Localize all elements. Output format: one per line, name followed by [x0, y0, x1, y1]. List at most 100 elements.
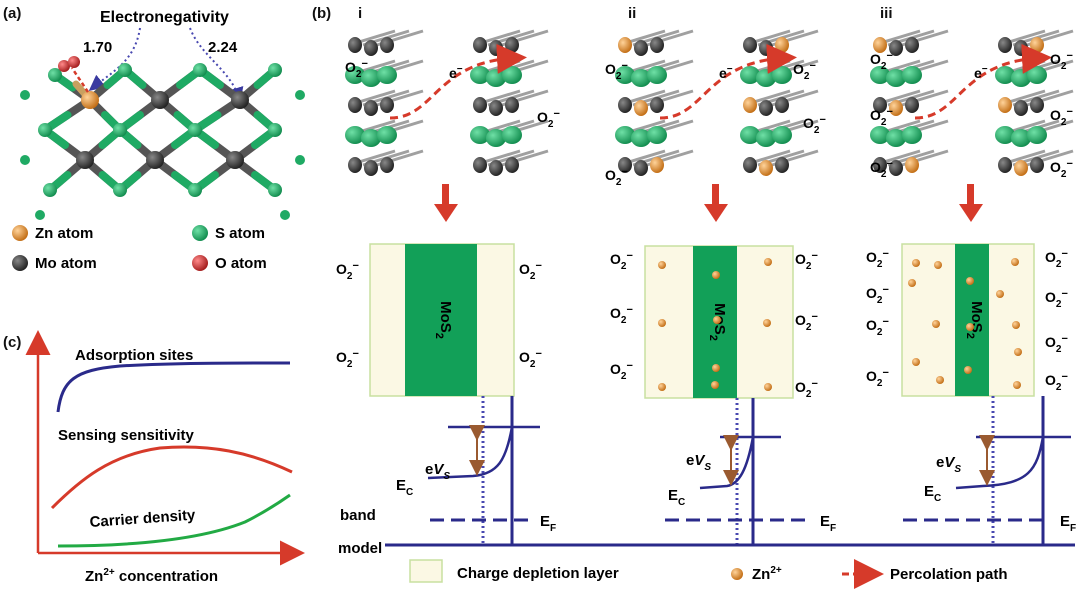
structure-mo-atom [759, 40, 773, 56]
down-arrow-head [959, 204, 983, 222]
barrier-height-label: eVS [425, 461, 450, 482]
oxygen-ion-label: O2− [795, 378, 818, 400]
fermi-level-label: EF [1060, 513, 1076, 534]
structure-mo-atom [1030, 97, 1044, 113]
sulfur-atom [118, 63, 132, 77]
structure-s-atom [995, 126, 1015, 144]
sulfur-atom [113, 183, 127, 197]
zn-ion [711, 381, 719, 389]
mos2-core [405, 244, 477, 396]
electronegativity-arrow-mo [189, 27, 244, 104]
column-iii: e−O2−O2−O2−O2−O2−O2−MoS2O2−O2−O2−O2−O2−O… [866, 29, 1076, 545]
structure-s-atom [502, 66, 522, 84]
structure-mo-atom [348, 97, 362, 113]
structure-s-atom [647, 126, 667, 144]
zn-ion [964, 366, 972, 374]
column-label-ii: ii [628, 5, 636, 22]
structure-mo-atom [873, 37, 887, 53]
electronegativity-zn-value: 1.70 [83, 39, 112, 56]
oxygen-legend-icon [192, 255, 208, 271]
lattice-edge-sulfur [295, 90, 305, 100]
lattice-edge-sulfur [35, 210, 45, 220]
structure-mo-atom [505, 157, 519, 173]
sulfur-legend-icon [192, 225, 208, 241]
mos2-label: MoS2 [433, 301, 454, 339]
structure-s-atom [345, 66, 365, 84]
structure-mo-atom [348, 157, 362, 173]
oxygen-ion-label: O2− [870, 50, 893, 72]
zn-ion [966, 277, 974, 285]
structure-mo-atom [1014, 40, 1028, 56]
structure-mo-atom [889, 100, 903, 116]
structure-s-atom [470, 126, 490, 144]
oxygen-ion-label: O2− [610, 304, 633, 326]
molybdenum-legend-label: Mo atom [35, 255, 97, 272]
zinc-legend-icon [12, 225, 28, 241]
structure-s-atom [1011, 129, 1031, 147]
percolation-path [389, 43, 527, 120]
structure-mo-atom [634, 160, 648, 176]
structure-mo-atom [364, 100, 378, 116]
structure-mo-atom [873, 97, 887, 113]
curve-adsorption-sites [56, 361, 291, 413]
electron-label: e− [719, 64, 733, 81]
structure-mo-atom [905, 97, 919, 113]
zinc-atom [81, 91, 99, 109]
oxygen-ion-label: O2− [795, 250, 818, 272]
oxygen-ion-label: O2− [336, 260, 359, 282]
structure-s-atom [647, 66, 667, 84]
zn-ion [763, 319, 771, 327]
panel-b: (b) i ii iii e−O2−O2−MoS2O2−O2−O2−O2−eVS… [312, 5, 1076, 589]
molybdenum-legend-icon [12, 255, 28, 271]
molybdenum-atom [226, 151, 244, 169]
zn-ion [712, 364, 720, 372]
depletion-legend-label: Charge depletion layer [457, 565, 619, 582]
structure-mo-atom [1014, 160, 1028, 176]
structure-mo-atom [998, 37, 1012, 53]
oxygen-ion-label: O2− [866, 248, 889, 270]
structure-mo-atom [650, 37, 664, 53]
barrier-height-label: eVS [936, 454, 961, 475]
zn-ion-legend-dot [731, 568, 743, 580]
curve-sensing-sensitivity [50, 445, 293, 510]
oxygen-ion-label: O2− [1045, 371, 1068, 393]
oxygen-ion-label: O2− [336, 348, 359, 370]
structure-mo-atom [618, 97, 632, 113]
structure-mo-atom [364, 160, 378, 176]
zn-ion [764, 383, 772, 391]
zn-ion [996, 290, 1004, 298]
oxygen-ion-label: O2− [866, 284, 889, 306]
structure-mo-atom [473, 37, 487, 53]
structure-s-atom [631, 129, 651, 147]
structure-s-atom [615, 66, 635, 84]
zn-ion [934, 261, 942, 269]
zn-ion [908, 279, 916, 287]
down-arrow-shaft [442, 184, 449, 206]
column-label-iii: iii [880, 5, 893, 22]
zn-ion [912, 358, 920, 366]
structure-mo-atom [889, 40, 903, 56]
structure-mo-atom [380, 157, 394, 173]
structure-s-atom [886, 69, 906, 87]
sensing-columns: e−O2−O2−MoS2O2−O2−O2−O2−eVSECEFe−O2−O2−O… [336, 29, 1076, 545]
structure-s-atom [1027, 66, 1047, 84]
structure-mo-atom [489, 40, 503, 56]
oxygen-ion-label: O2− [866, 316, 889, 338]
structure-mo-atom [1014, 100, 1028, 116]
structure-mo-atom [489, 100, 503, 116]
zn-ion [1011, 258, 1019, 266]
mos2-core [955, 244, 989, 396]
curve-carrier-density [57, 493, 291, 548]
structure-s-atom [870, 66, 890, 84]
model-label: model [338, 540, 382, 557]
oxygen-ion-label: O2− [519, 348, 542, 370]
structure-mo-atom [775, 97, 789, 113]
structure-s-atom [740, 66, 760, 84]
column-ii: e−O2−O2−O2−O2−MoS2O2−O2−O2−O2−O2−O2−eVSE… [605, 29, 836, 545]
structure-s-atom [886, 129, 906, 147]
structure-s-atom [486, 129, 506, 147]
oxygen-ion-label: O2− [1050, 158, 1073, 180]
